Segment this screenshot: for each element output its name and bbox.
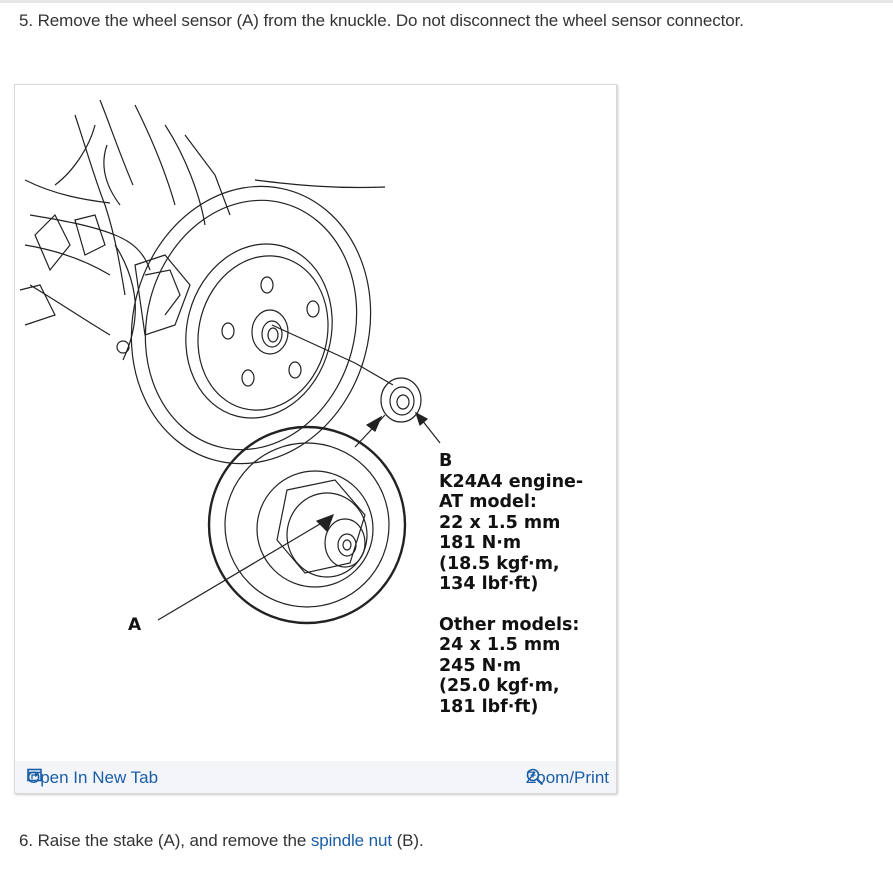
magnifier-plus-icon — [526, 768, 544, 786]
spec-k24-line: K24A4 engine- — [439, 471, 584, 492]
spec-other-line: 181 lbf·ft) — [439, 696, 539, 717]
spec-other-line: (25.0 kgf·m, — [439, 676, 560, 696]
figure-footer: Open In New Tab Zoom/Print — [15, 761, 616, 793]
step-6-text: 6. Raise the stake (A), and remove the s… — [19, 831, 424, 851]
zoom-print-label[interactable]: Zoom/Print — [525, 768, 609, 787]
label-a: A — [128, 615, 142, 635]
spec-k24-line: 22 x 1.5 mm — [439, 512, 561, 533]
spec-k24-line: AT model: — [439, 492, 537, 512]
wheel-hub-illustration — [19, 99, 441, 625]
spindle-nut-link[interactable]: spindle nut — [310, 831, 392, 850]
step-6-suffix: (B). — [392, 831, 424, 850]
open-new-tab-icon — [27, 768, 42, 782]
step-6-prefix: 6. Raise the stake (A), and remove the — [19, 831, 311, 850]
spec-k24-line: 181 N·m — [439, 533, 522, 553]
open-in-new-tab-label[interactable]: Open In New Tab — [27, 768, 159, 787]
open-in-new-tab-link[interactable]: Open In New Tab — [27, 768, 158, 788]
spec-k24-line: 134 lbf·ft) — [439, 574, 539, 594]
zoom-print-link[interactable]: Zoom/Print — [526, 768, 609, 788]
top-divider — [0, 0, 893, 3]
spec-other-line: 245 N·m — [439, 655, 522, 676]
spec-caption: B K24A4 engine- AT model: 22 x 1.5 mm 18… — [439, 451, 583, 717]
diagram-figure: A B K24A4 engine- AT model: 22 x 1.5 mm … — [14, 84, 617, 794]
spec-k24-line: (18.5 kgf·m, — [439, 553, 560, 574]
spec-other-line: 24 x 1.5 mm — [439, 635, 561, 655]
step-5-text: 5. Remove the wheel sensor (A) from the … — [19, 11, 744, 30]
spec-other-line: Other models: — [439, 614, 580, 635]
label-b: B — [439, 451, 453, 471]
